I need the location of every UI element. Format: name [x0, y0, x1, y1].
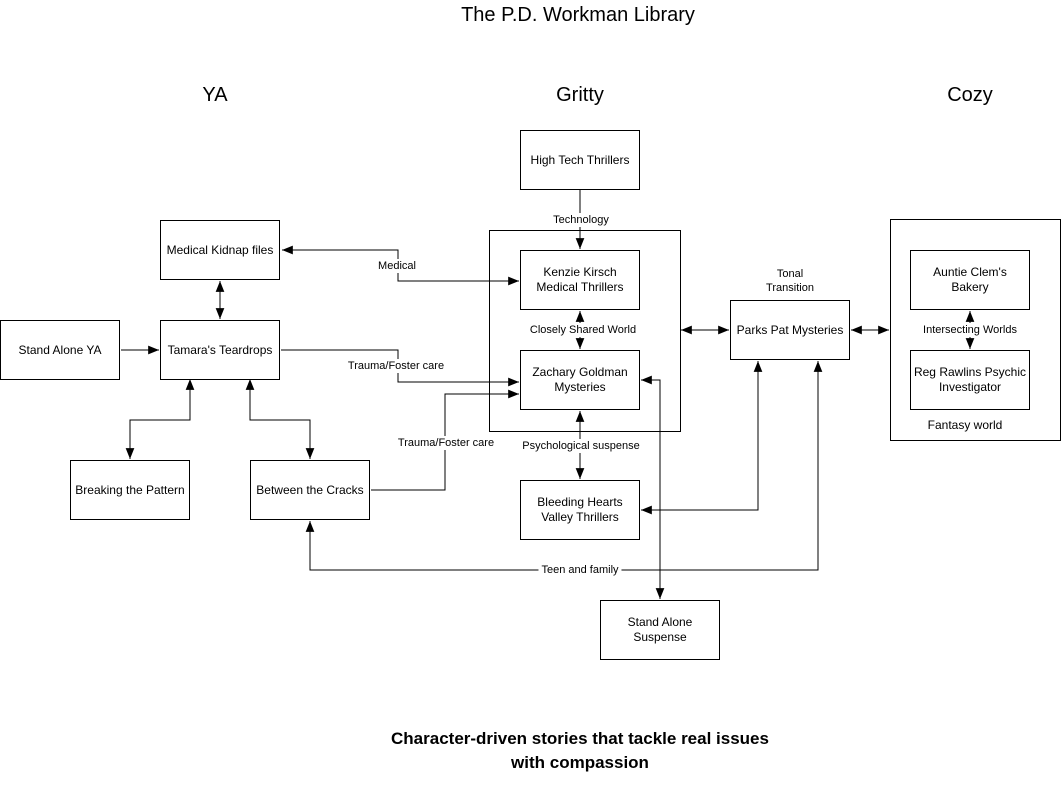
column-header-ya: YA	[202, 84, 228, 106]
group-cozy-fantasy-world	[890, 219, 1061, 441]
node-stand-alone-suspense: Stand Alone Suspense	[600, 600, 720, 660]
column-header-gritty: Gritty	[556, 84, 604, 106]
diagram-title: The P.D. Workman Library	[461, 4, 695, 26]
edge-label-tonal-transition: Tonal Transition	[763, 267, 817, 295]
node-auntie-clems-bakery: Auntie Clem's Bakery	[910, 250, 1030, 310]
tagline: Character-driven stories that tackle rea…	[391, 729, 769, 772]
connector-tamara-breaking	[125, 379, 195, 459]
column-header-cozy: Cozy	[947, 84, 993, 106]
node-parks-pat-mysteries: Parks Pat Mysteries	[730, 300, 850, 360]
node-tamaras-teardrops: Tamara's Teardrops	[160, 320, 280, 380]
group-label-fantasy-world: Fantasy world	[925, 418, 1005, 432]
edge-label-trauma-foster-care-2: Trauma/Foster care	[394, 436, 498, 450]
edge-label-trauma-foster-care-1: Trauma/Foster care	[344, 359, 448, 373]
node-high-tech-thrillers: High Tech Thrillers	[520, 130, 640, 190]
edge-label-technology: Technology	[550, 213, 612, 227]
connector-zachary-standalone-suspense	[641, 375, 665, 599]
node-stand-alone-ya: Stand Alone YA	[0, 320, 120, 380]
edge-label-psychological-suspense: Psychological suspense	[519, 439, 643, 453]
node-between-the-cracks: Between the Cracks	[250, 460, 370, 520]
node-bleeding-hearts-valley-thrillers: Bleeding Hearts Valley Thrillers	[520, 480, 640, 540]
node-breaking-the-pattern: Breaking the Pattern	[70, 460, 190, 520]
node-reg-rawlins-psychic-investigator: Reg Rawlins Psychic Investigator	[910, 350, 1030, 410]
edge-label-medical: Medical	[375, 259, 419, 273]
node-medical-kidnap-files: Medical Kidnap files	[160, 220, 280, 280]
node-zachary-goldman-mysteries: Zachary Goldman Mysteries	[520, 350, 640, 410]
edge-label-closely-shared-world: Closely Shared World	[526, 323, 640, 337]
edge-label-intersecting-worlds: Intersecting Worlds	[920, 323, 1020, 337]
connector-tamara-between	[245, 379, 315, 459]
edge-label-teen-and-family: Teen and family	[538, 563, 622, 577]
connector-bleeding-parkspat	[641, 361, 763, 515]
node-kenzie-kirsch-medical-thrillers: Kenzie Kirsch Medical Thrillers	[520, 250, 640, 310]
